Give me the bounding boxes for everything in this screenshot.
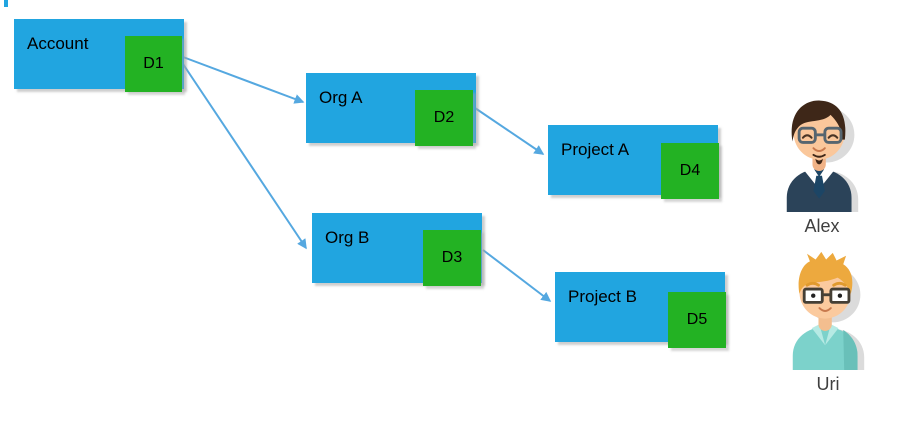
- person-uri: Uri: [778, 250, 878, 395]
- badge-d1: D1: [125, 36, 182, 92]
- node-project-b-label: Project B: [568, 287, 637, 306]
- node-project-a-label: Project A: [561, 140, 630, 159]
- clipped-shape-fragment: [4, 0, 8, 7]
- node-org-b-label: Org B: [325, 228, 370, 247]
- badge-d2: D2: [415, 90, 473, 146]
- avatar-alex-icon: [786, 100, 859, 212]
- badge-d3-label: D3: [441, 249, 463, 266]
- badge-d4-label: D4: [679, 162, 701, 179]
- arrow-d2-to-project-a: [474, 107, 545, 155]
- person-uri-name: Uri: [816, 374, 840, 394]
- person-alex: Alex: [772, 92, 872, 237]
- badge-d4: D4: [661, 143, 719, 199]
- badge-d1-label: D1: [143, 55, 164, 72]
- node-account-label: Account: [27, 34, 89, 53]
- badge-d5: D5: [668, 292, 726, 348]
- badge-d5-label: D5: [686, 311, 708, 328]
- avatar-uri-icon: [792, 251, 865, 370]
- arrow-d1-to-org-a: [182, 56, 305, 104]
- badge-d3: D3: [423, 230, 481, 286]
- arrow-d1-to-org-b: [182, 63, 307, 250]
- person-alex-name: Alex: [804, 216, 840, 236]
- arrow-d3-to-project-b: [482, 249, 552, 302]
- node-org-a-label: Org A: [319, 88, 363, 107]
- badge-d2-label: D2: [433, 109, 455, 126]
